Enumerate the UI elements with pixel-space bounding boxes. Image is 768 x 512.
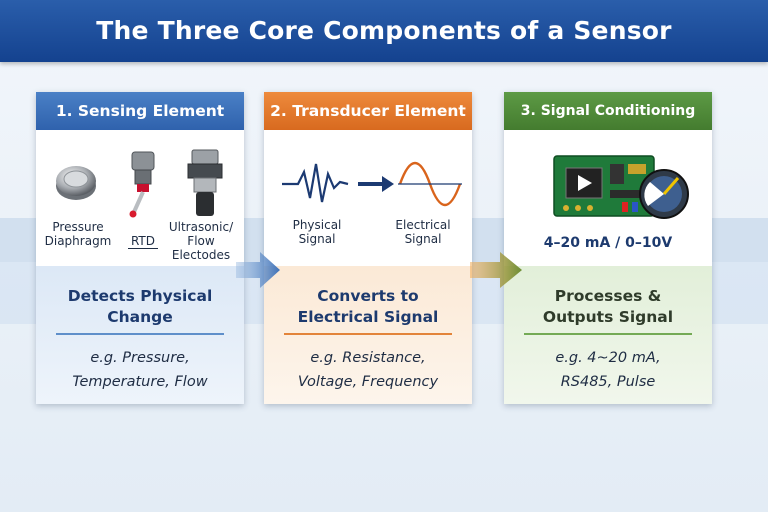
transducer-element-body: Converts to Electrical Signal e.g. Resis…	[264, 266, 472, 404]
sensing-element-summary: Detects Physical Change	[67, 287, 213, 326]
flow-electrodes-label: Ultrasonic/ Flow Electodes	[168, 220, 234, 262]
sensing-element-examples: e.g. Pressure, Temperature, Flow	[72, 350, 208, 390]
signal-conversion-icon	[282, 162, 462, 206]
signal-conditioning-body: Processes & Outputs Signal e.g. 4~20 mA,…	[504, 266, 712, 404]
transducer-element-header: 2. Transducer Element	[264, 92, 472, 130]
sensing-element-card: 1. Sensing Element Pressure Diaphragm RT…	[36, 92, 244, 404]
signal-conditioning-illustration: 4–20 mA / 0–10V	[504, 130, 712, 266]
output-range-label: 4–20 mA / 0–10V	[543, 235, 673, 251]
page-title: The Three Core Components of a Sensor	[96, 16, 672, 45]
sensing-element-illustration: Pressure Diaphragm RTD Ultrasonic/ Flow …	[36, 130, 244, 266]
title-banner: The Three Core Components of a Sensor	[0, 0, 768, 62]
flow-arrow-2	[470, 252, 522, 288]
signal-conditioning-examples: e.g. 4~20 mA, RS485, Pulse	[555, 350, 661, 390]
signal-conditioning-card: 3. Signal Conditioning Circuit 4–20 mA /…	[504, 92, 712, 404]
flow-arrow-1	[236, 252, 280, 288]
sensing-element-header: 1. Sensing Element	[36, 92, 244, 130]
divider	[524, 333, 692, 335]
signal-conditioning-summary: Processes & Outputs Signal	[542, 287, 674, 326]
circuit-board-icon	[553, 155, 689, 219]
pressure-diaphragm-label: Pressure Diaphragm	[44, 220, 112, 248]
transducer-summary: Converts to Electrical Signal	[297, 287, 439, 326]
transducer-element-card: 2. Transducer Element Physical Signal El…	[264, 92, 472, 404]
divider	[56, 333, 224, 335]
rtd-label: RTD	[128, 234, 158, 249]
transducer-illustration: Physical Signal Electrical Signal	[264, 130, 472, 266]
physical-signal-label: Physical Signal	[292, 218, 342, 246]
transducer-examples: e.g. Resistance, Voltage, Frequency	[297, 350, 439, 390]
pressure-diaphragm-icon	[56, 166, 96, 200]
divider	[284, 333, 452, 335]
signal-conditioning-header: 3. Signal Conditioning Circuit	[504, 92, 712, 157]
flow-sensor-icon	[187, 149, 223, 216]
rtd-probe-icon	[129, 151, 155, 218]
electrical-signal-label: Electrical Signal	[395, 218, 451, 246]
sensing-element-body: Detects Physical Change e.g. Pressure, T…	[36, 266, 244, 404]
